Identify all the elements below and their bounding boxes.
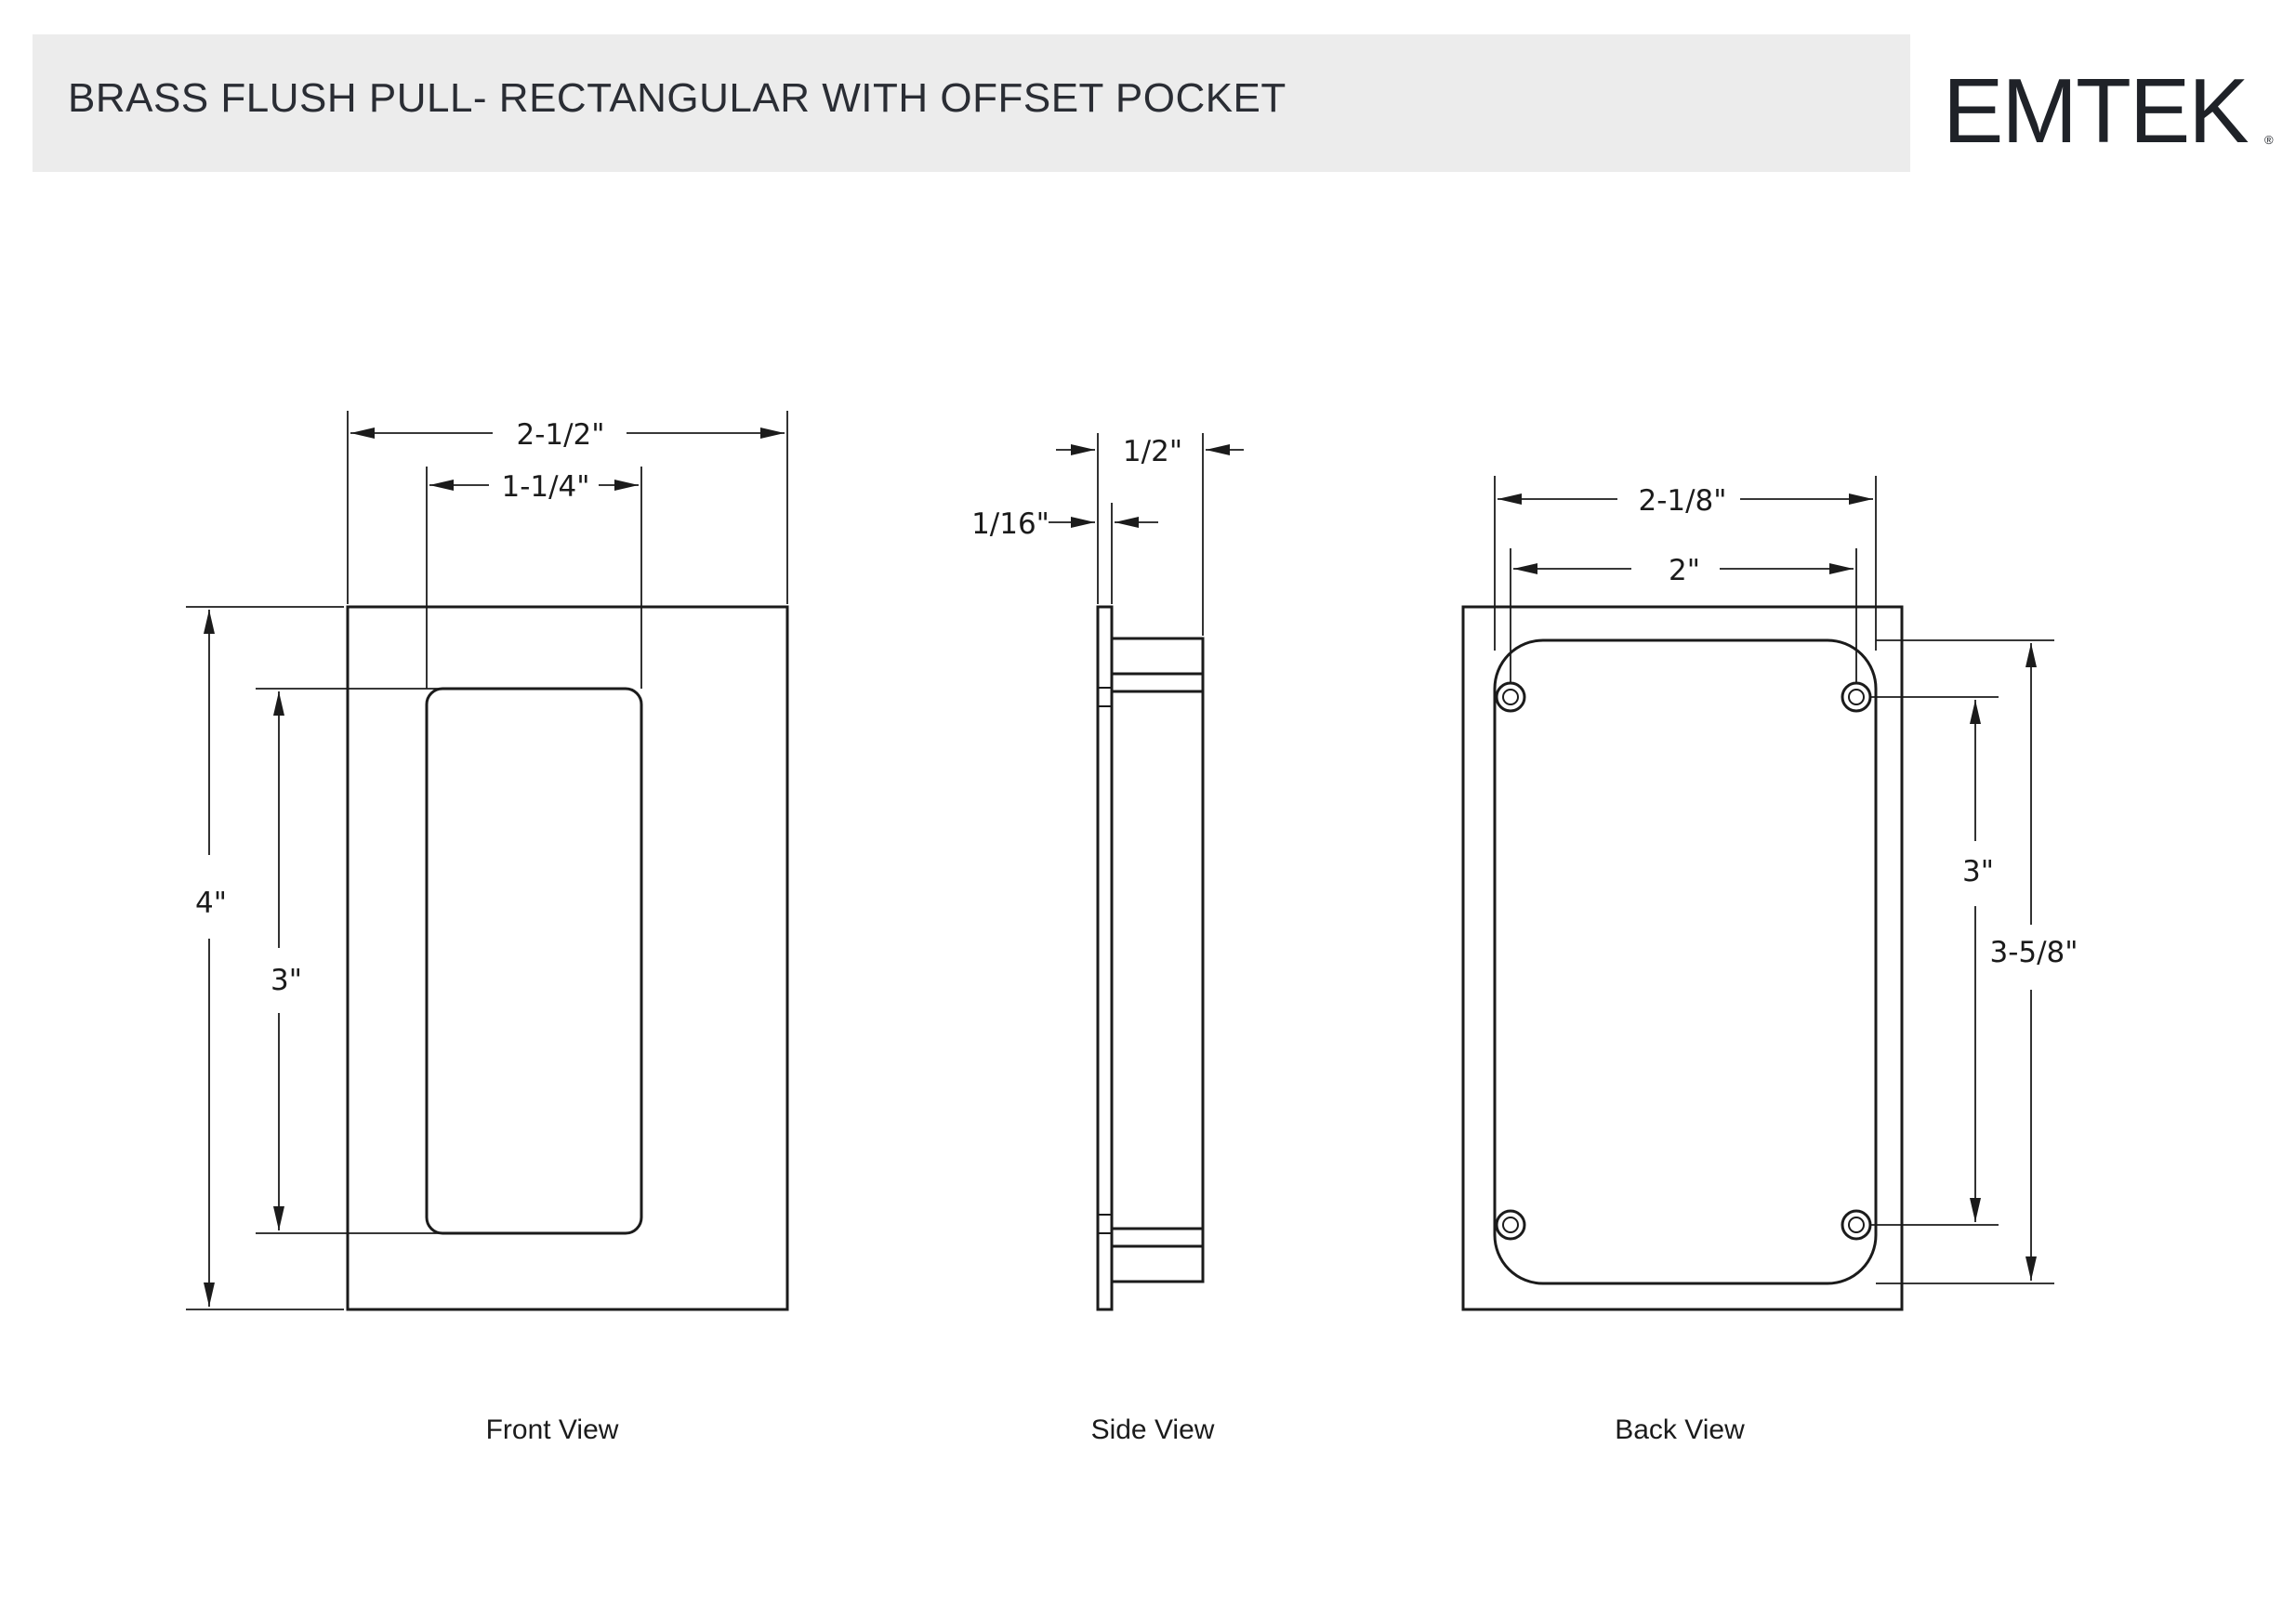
- back-plate-outline: [1461, 605, 1904, 1311]
- side-dimensions: 1/2" 1/16": [971, 433, 1244, 636]
- front-plate-outline: [346, 605, 789, 1311]
- caption-front-view: Front View: [486, 1414, 619, 1445]
- dim-hole-spacing-y: 3": [1962, 855, 1994, 888]
- front-view: [346, 605, 789, 1311]
- back-dimensions: 2-1/8" 2" 3" 3-5/8": [1494, 476, 2078, 1284]
- back-view: [1461, 605, 1904, 1311]
- caption-back-view: Back View: [1615, 1414, 1745, 1445]
- dim-overall-height: 4": [195, 887, 227, 920]
- dim-outer-width: 2-1/8": [1638, 484, 1726, 518]
- dim-pocket-height: 3": [271, 964, 302, 997]
- brand-logo: EMTEK: [1943, 59, 2250, 162]
- page-title: BRASS FLUSH PULL- RECTANGULAR WITH OFFSE…: [68, 75, 1287, 121]
- dim-overall-width: 2-1/2": [516, 418, 604, 452]
- registered-mark: ®: [2264, 133, 2274, 147]
- dim-flange: 1/16": [971, 507, 1049, 541]
- side-view: [1096, 605, 1205, 1311]
- mount-hole: [1495, 1209, 1526, 1241]
- dim-outer-height: 3-5/8": [1989, 936, 2078, 969]
- mount-hole: [1841, 1209, 1872, 1241]
- dim-depth: 1/2": [1123, 435, 1182, 468]
- header-band: BRASS FLUSH PULL- RECTANGULAR WITH OFFSE…: [33, 34, 1910, 172]
- front-dimensions: 2-1/2" 1-1/4" 4" 3": [186, 411, 788, 1310]
- front-pocket-outline: [425, 687, 643, 1235]
- mount-hole: [1495, 681, 1526, 713]
- back-body-outline: [1493, 638, 1878, 1285]
- dim-hole-spacing-x: 2": [1669, 554, 1700, 587]
- dim-pocket-width: 1-1/4": [501, 470, 589, 504]
- mount-hole: [1841, 681, 1872, 713]
- caption-side-view: Side View: [1091, 1414, 1215, 1445]
- side-profile-outline: [1096, 605, 1205, 1311]
